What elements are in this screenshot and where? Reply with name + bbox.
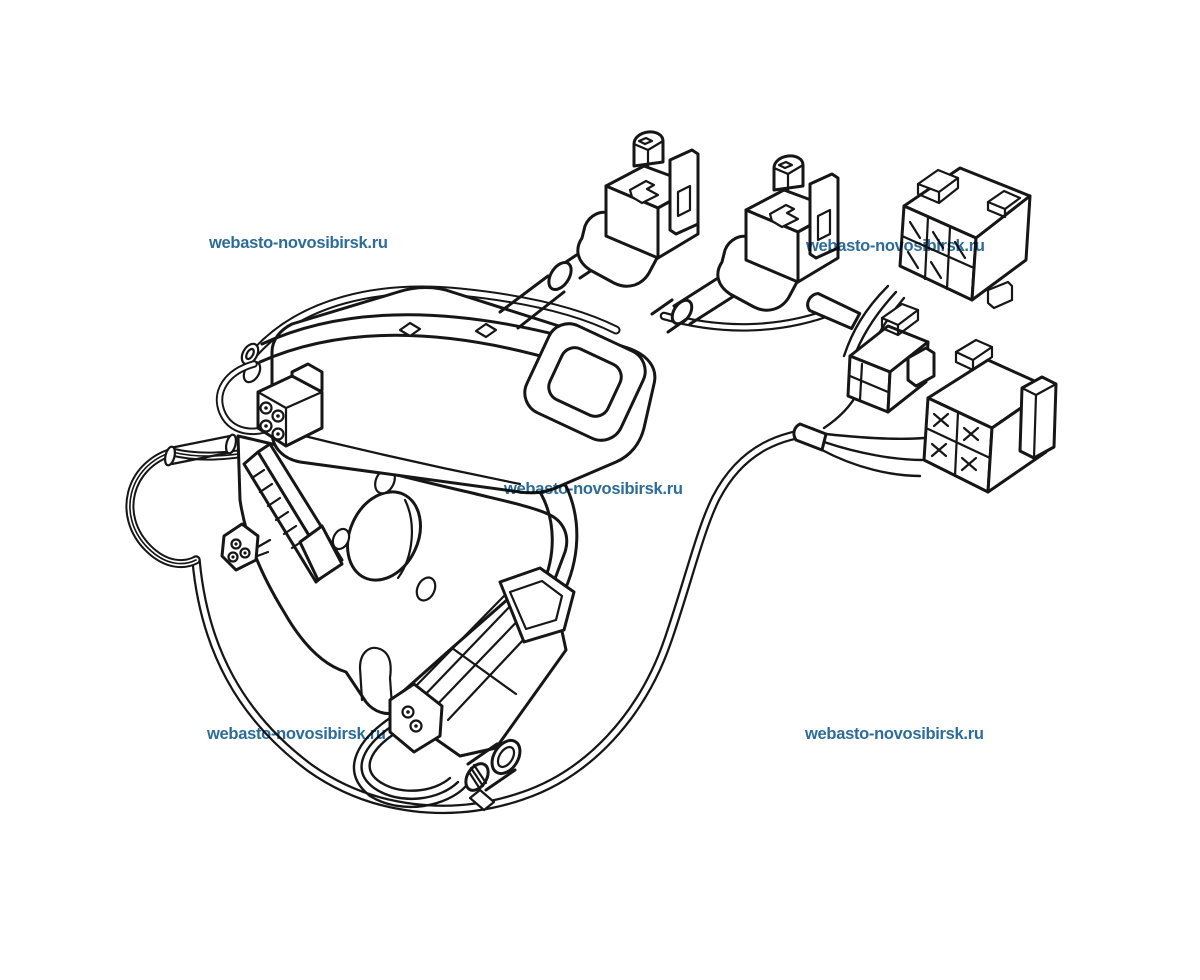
small-round-connector [220, 522, 272, 572]
bracket-hole-small [415, 576, 437, 602]
band-hole [474, 322, 498, 339]
connector-collar [498, 566, 576, 644]
glow-plug-connector [256, 362, 324, 448]
grommet [464, 738, 522, 812]
left-wire-loop [125, 433, 273, 569]
big-loop-cable [191, 427, 817, 815]
watermark-text: webasto-novosibirsk.ru [805, 725, 984, 743]
watermark-text: webasto-novosibirsk.ru [207, 725, 386, 743]
injector-connector-1 [576, 130, 700, 288]
main-power-connector [898, 166, 1032, 310]
watermark-text: webasto-novosibirsk.ru [209, 234, 388, 252]
mount-foot [986, 280, 1014, 310]
grommet-tab [468, 788, 496, 812]
side-tab [906, 346, 936, 388]
pin-connector [388, 682, 444, 754]
latch-tab [954, 338, 994, 372]
watermark-text: webasto-novosibirsk.ru [504, 480, 683, 498]
harness-sleeve [806, 291, 862, 330]
ferrule-1 [547, 260, 573, 292]
band-hole [398, 321, 422, 338]
bracket-hole-large [346, 490, 422, 582]
latch-tab [916, 168, 960, 205]
accessory-connector-block [922, 338, 1058, 494]
watermark-text: webasto-novosibirsk.ru [806, 237, 985, 255]
latch-notch [768, 203, 800, 229]
conduit-tube-2 [650, 276, 736, 334]
branch-sleeve [792, 422, 828, 452]
terminal-grid [924, 410, 992, 478]
injector-connector-2 [716, 154, 840, 312]
fuse-holder [846, 302, 936, 414]
strap-ring [523, 322, 647, 442]
side-bracket [1018, 375, 1058, 460]
fuse-tab [880, 302, 920, 337]
terminal-grid [900, 215, 976, 291]
latch-notch [628, 179, 660, 205]
bracket-wedge [298, 524, 344, 582]
latch-tab [986, 189, 1022, 219]
heater-unit [258, 286, 657, 495]
cable-sleeve-left [163, 433, 238, 467]
pigtail-wires [352, 716, 468, 809]
terminal-strip [242, 442, 344, 584]
glow-plug-wire-loop [215, 360, 268, 436]
